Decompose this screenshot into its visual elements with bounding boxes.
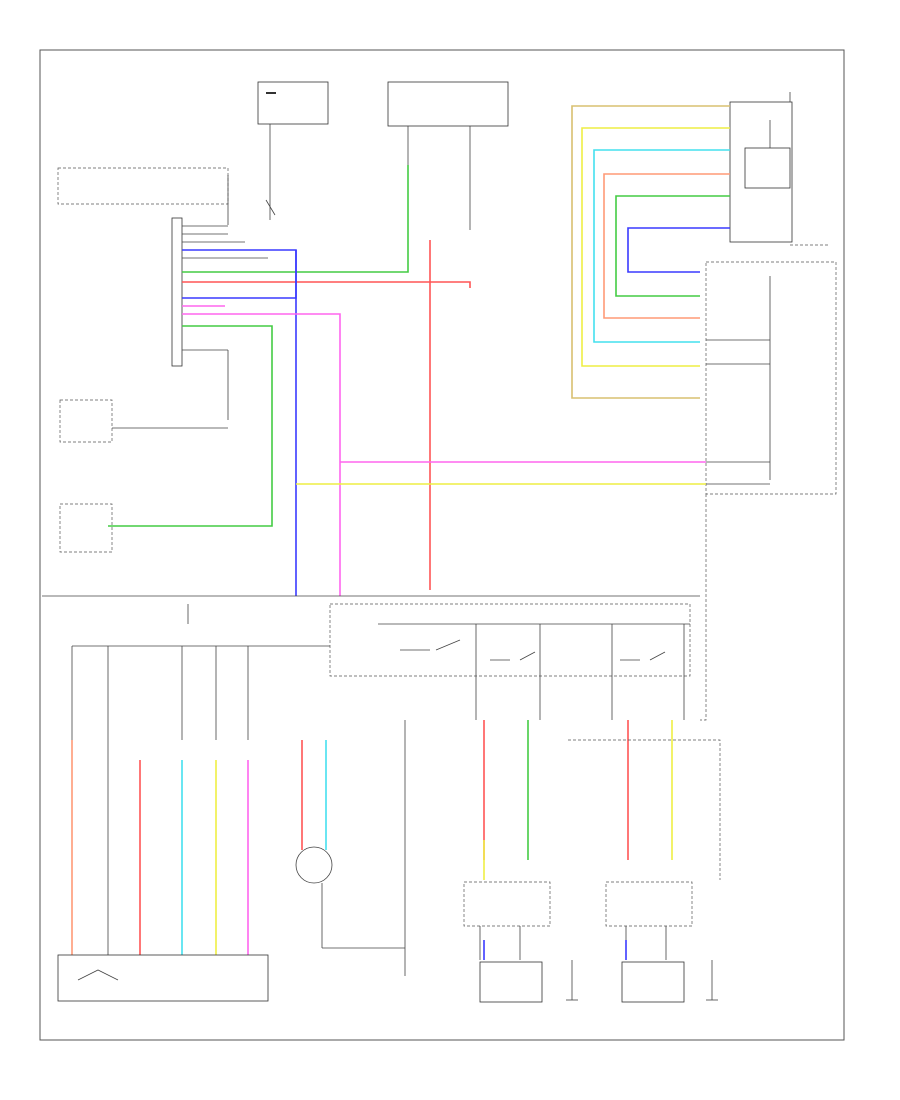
wire-tan [571,105,730,399]
wire-blue [627,227,730,273]
lower-left-bundle [71,646,249,955]
wire-green-top [182,165,409,273]
diagram-frame [39,49,845,1041]
motor-wire-bundle [571,105,730,399]
mid-switch-assembly [295,720,406,970]
front-power-window-motor-left [57,954,269,1002]
wire-green [615,195,730,297]
rear-left-switch-block [463,720,551,1003]
fuse-block-top-center [387,81,509,230]
wire-blue-main [182,249,297,299]
door-switch-left-upper [59,399,228,443]
wire-salmon [603,173,730,319]
ground-symbols [404,960,718,1001]
left-stack-wires [108,165,471,596]
wire-cyan [593,149,730,343]
power-window-motor-block [729,92,830,246]
wire-red-top [182,281,471,288]
dash-link-mid [568,739,721,880]
wire-pink-main [182,313,341,596]
door-switch-left-lower [59,503,113,553]
wire-green-lower [108,325,273,527]
wire-yellow [581,127,730,367]
rear-right-switch-block [605,720,693,1003]
junction-block-top-left [257,81,329,220]
sensor-block-top-left [57,167,229,225]
left-connector-stack [171,217,268,420]
dash-link-right [700,494,707,721]
center-switch-block [329,603,691,720]
main-switch-right-block [705,261,837,495]
